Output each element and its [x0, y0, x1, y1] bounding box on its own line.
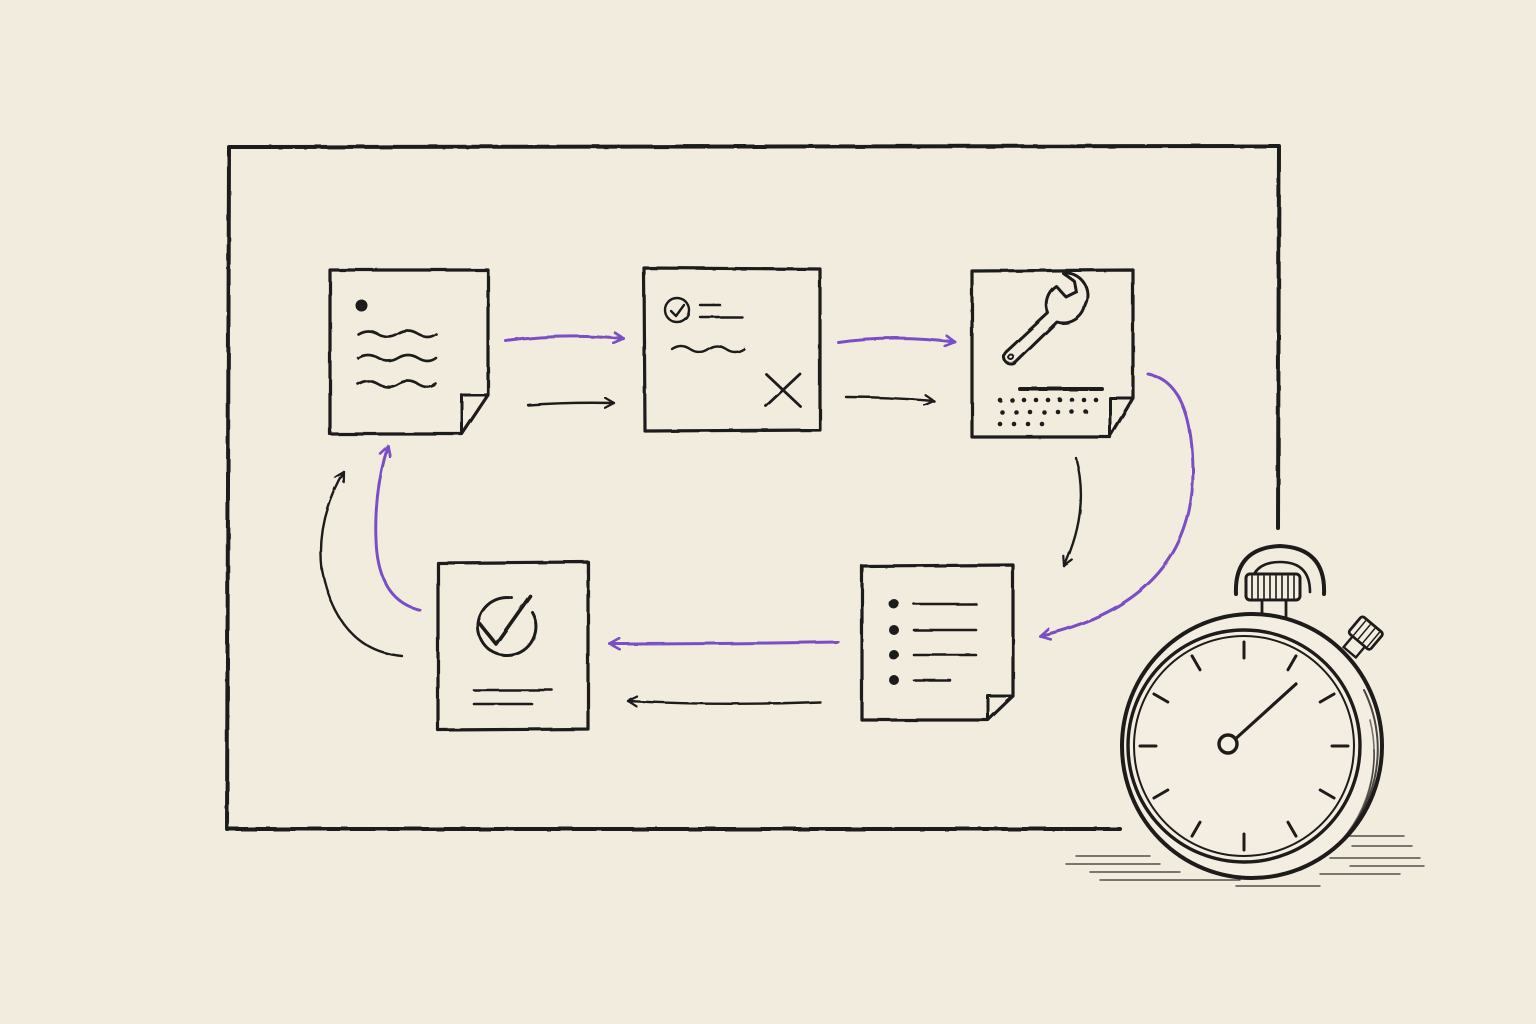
dial-tick: [1286, 654, 1298, 672]
arrow-checklist-to-approved: [626, 701, 822, 704]
step-checklist: [860, 563, 1015, 722]
arrow-review-to-fix: [844, 397, 936, 401]
outer-frame: [225, 144, 1281, 831]
dial-tick: [1286, 820, 1298, 838]
dotted-text-lines: [997, 397, 1099, 427]
stopwatch-shadow: [1065, 835, 1425, 887]
wrench-icon: [1002, 271, 1089, 366]
step-draft-document: [328, 268, 490, 436]
dial-tick: [1152, 692, 1170, 704]
arrow-draft-to-review: [526, 403, 616, 405]
arrow-approved-to-draft-accent: [374, 444, 422, 612]
step-review-card: [642, 266, 822, 433]
step-approved-document: [436, 560, 590, 732]
checkmark-document-icon: [472, 594, 554, 706]
stopwatch-icon: [1065, 544, 1425, 887]
arrow-fix-to-checklist: [1064, 456, 1083, 568]
flow-arrows-secondary: [319, 397, 1083, 704]
document-icon: [356, 300, 438, 389]
dial-tick: [1318, 692, 1336, 704]
dial-tick: [1152, 788, 1170, 800]
dial-tick: [1318, 788, 1336, 800]
review-card-icon: [663, 296, 802, 408]
arrow-checklist-to-approved-accent: [608, 642, 840, 644]
arrow-fix-to-checklist-accent: [1038, 372, 1195, 636]
dial-tick: [1190, 820, 1202, 838]
arrow-approved-to-draft: [319, 470, 404, 658]
arrow-draft-to-review-accent: [504, 336, 626, 341]
stopwatch-dial-ticks: [1138, 640, 1350, 852]
flow-arrows-primary: [374, 336, 1195, 644]
arrow-review-to-fix-accent: [836, 338, 957, 342]
checklist-icon: [889, 599, 978, 685]
dial-tick: [1190, 654, 1202, 672]
step-fix-wrench: [970, 268, 1135, 439]
